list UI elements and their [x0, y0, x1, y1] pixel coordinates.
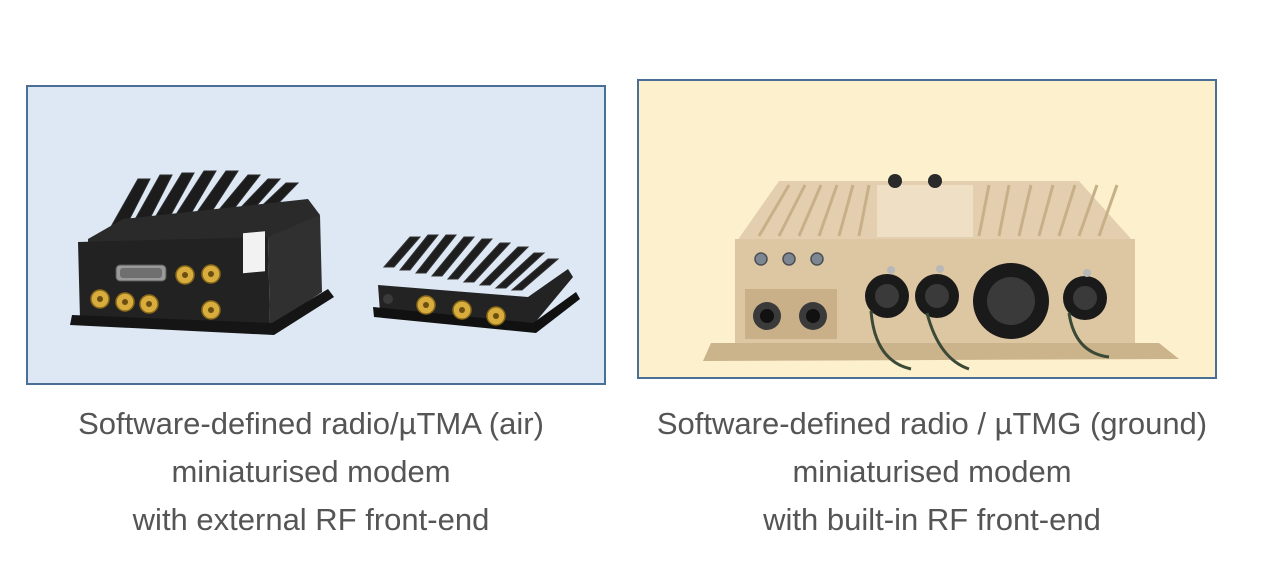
caption-line: Software-defined radio / µTMG (ground) — [656, 406, 1208, 441]
caption-line: miniaturised modem — [171, 454, 451, 489]
air-modem-caption: Software-defined radio/µTMA (air) miniat… — [16, 400, 606, 544]
caption-line: with built-in RF front-end — [763, 502, 1101, 537]
caption-line: miniaturised modem — [792, 454, 1072, 489]
ground-modem-photo — [703, 174, 1179, 371]
air-modem-photo — [70, 170, 580, 335]
ground-modem-unit — [703, 174, 1179, 371]
ground-modem-caption: Software-defined radio / µTMG (ground) m… — [612, 400, 1252, 544]
air-modem-photo-panel — [26, 85, 606, 385]
caption-line: with external RF front-end — [132, 502, 490, 537]
small-rf-unit — [373, 234, 580, 333]
caption-line: Software-defined radio/µTMA (air) — [78, 406, 544, 441]
ground-modem-photo-panel — [637, 79, 1217, 379]
large-modem-unit — [70, 170, 334, 335]
